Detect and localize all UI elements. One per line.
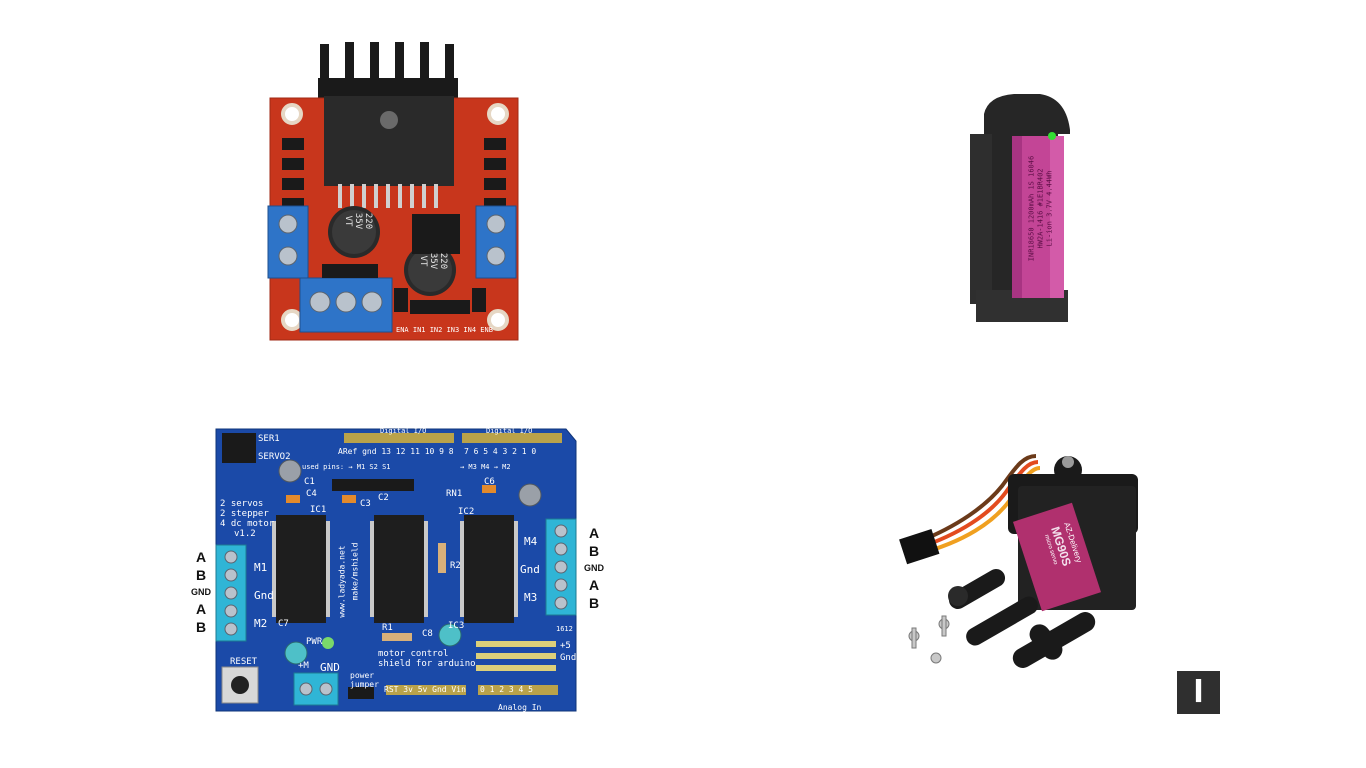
shield-r2: R2	[450, 561, 461, 571]
shield-brand-line2: shield for arduino	[378, 659, 476, 669]
shield-m3: M3	[524, 591, 538, 604]
micro-servo-image	[899, 454, 1138, 668]
left-label-a-2: A	[195, 601, 207, 617]
shield-c2: C2	[378, 493, 389, 503]
left-label-b-2: B	[195, 619, 207, 635]
right-label-b: B	[588, 543, 600, 559]
shield-pwr: PWR	[306, 637, 323, 647]
right-label-gnd: GND	[584, 563, 604, 573]
logo-letter: l	[1193, 674, 1204, 710]
shield-labels: SER1 SERVO2 Digital I/O Digital I/O ARef…	[214, 427, 586, 717]
shield-brand: motor control shield for arduino	[378, 649, 476, 669]
driver-cap2-line1: 220	[438, 252, 448, 270]
battery-text-line2: HW2A-1416 #1E1BR402	[1036, 168, 1045, 249]
motor-shield-image	[215, 428, 577, 712]
shield-gnd-left: Gnd	[254, 589, 274, 602]
driver-cap2-label: 220 35V VT	[418, 241, 448, 281]
shield-url: www.ladyada.net	[337, 545, 347, 618]
shield-c1: C1	[304, 477, 315, 487]
right-label-a-2: A	[588, 577, 600, 593]
left-label-gnd: GND	[191, 587, 211, 597]
shield-gnd-right: Gnd	[520, 563, 540, 576]
shield-c7: C7	[278, 619, 289, 629]
shield-c3: C3	[360, 499, 371, 509]
driver-cap2-line2: 35V	[428, 252, 438, 270]
left-label-a: A	[195, 549, 207, 565]
shield-top-pins-left: ARef gnd 13 12 11 10 9 8	[338, 447, 454, 456]
shield-analog-in: Analog In	[498, 703, 542, 712]
shield-ic3: IC3	[448, 621, 465, 631]
left-label-b: B	[195, 567, 207, 583]
shield-digital-io-2: Digital I/O	[486, 427, 533, 435]
right-label-a: A	[588, 525, 600, 541]
shield-plus5: +5	[560, 641, 571, 651]
shield-ic2: IC2	[458, 507, 475, 517]
shield-rn1: RN1	[446, 489, 463, 499]
shield-info: 2 servos 2 stepper 4 dc motor v1.2	[220, 499, 274, 539]
battery-text-line3: Li-ion 3.7V 4.44Wh	[1045, 170, 1054, 247]
shield-bottom-pins: RST 3v 5v Gnd Vin	[384, 685, 466, 694]
shield-used-pins: used pins: → M1 S2 S1	[302, 463, 391, 471]
shield-digital-io: Digital I/O	[380, 427, 427, 435]
shield-m34: → M3 M4 → M2	[460, 463, 511, 471]
shield-info-version: v1.2	[234, 529, 256, 539]
shield-ext-plus: +M	[298, 661, 309, 671]
shield-reset: RESET	[230, 657, 258, 667]
shield-info-stepper: 2 stepper	[220, 509, 269, 519]
shield-gnd5: Gnd	[560, 653, 577, 663]
shield-version-code: 1612	[556, 625, 573, 633]
shield-power-jumper-line2: jumper	[350, 680, 379, 689]
shield-left-labels: A B GND A B	[186, 548, 216, 636]
shield-c6: C6	[484, 477, 495, 487]
shield-power-jumper: power jumper	[350, 671, 379, 689]
shield-r1: R1	[382, 623, 393, 633]
shield-info-dc: 4 dc motor	[220, 519, 275, 529]
driver-cap1-line3: VT	[343, 215, 353, 227]
shield-top-pins-right: 7 6 5 4 3 2 1 0	[464, 447, 537, 456]
shield-c4: C4	[306, 489, 317, 499]
shield-url-2: make/mshield	[350, 542, 360, 601]
shield-servo2: SERVO2	[258, 452, 291, 462]
shield-c8: C8	[422, 629, 433, 639]
l298n-motor-driver-image	[267, 42, 519, 341]
shield-ext-gnd: GND	[320, 661, 340, 674]
driver-cap1-line1: 220	[363, 212, 373, 230]
battery-text-line1: INR18650 1200mAh 1S 16046	[1027, 155, 1036, 262]
shield-info-servos: 2 servos	[220, 499, 264, 509]
shield-brand-line1: motor control	[378, 649, 449, 659]
shield-m2: M2	[254, 617, 268, 630]
driver-cap1-line2: 35V	[353, 212, 363, 230]
shield-ser1: SER1	[258, 434, 280, 444]
shield-m1: M1	[254, 561, 268, 574]
driver-cap1-label: 220 35V VT	[343, 201, 373, 241]
shield-ic1: IC1	[310, 505, 327, 515]
right-label-b-2: B	[588, 595, 600, 611]
shield-power-jumper-line1: power	[350, 671, 375, 680]
shield-right-labels: A B GND A B	[580, 524, 608, 612]
shield-m4: M4	[524, 535, 538, 548]
brand-logo-badge: l	[1177, 671, 1220, 714]
battery-charger-image	[970, 94, 1070, 322]
battery-cell-text: INR18650 1200mAh 1S 16046 HW2A-1416 #1E1…	[1028, 134, 1055, 284]
driver-cap2-line3: VT	[418, 255, 428, 267]
driver-pin-labels: ENA IN1 IN2 IN3 IN4 ENB	[396, 326, 493, 334]
shield-analog-pins: 0 1 2 3 4 5	[480, 685, 533, 694]
